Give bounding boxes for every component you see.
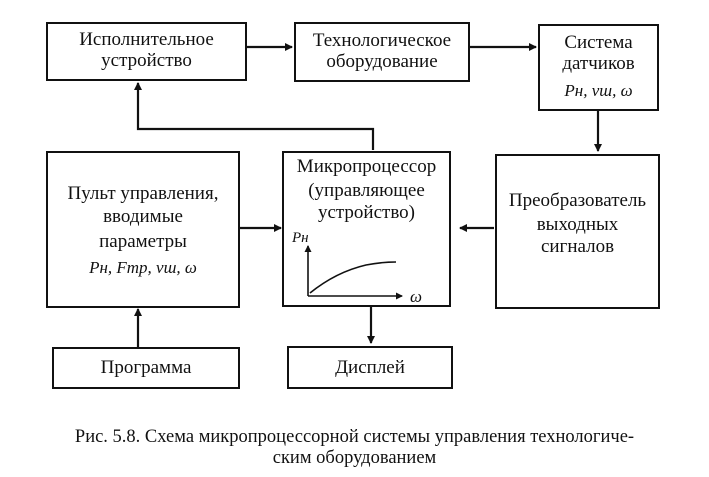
executor-box [46,22,247,81]
program-box [52,347,240,389]
sensors-box [538,24,659,111]
control-panel-label-1: Пульт управления, [67,183,219,204]
arrow-microprocessor-to-executor [134,82,375,150]
microprocessor-label-1: Микропроцессор [296,156,437,177]
microprocessor-box [282,151,451,307]
control-panel-box [46,151,240,308]
figure-caption-line-2: ским оборудованием [272,448,437,468]
converter-label-2: выходных [536,214,619,235]
sensors-label-2: датчиков [562,53,635,74]
equipment-box [294,22,470,82]
control-panel-label-3: параметры [99,231,187,252]
display-box [287,346,453,389]
converter-label-1: Преобразователь [508,190,647,211]
graph-x-label: ω [410,287,423,306]
equipment-label-1: Технологическое [312,30,452,51]
microprocessor-graph [304,245,403,300]
executor-label-2: устройство [101,50,192,71]
figure-caption-line-1: Рис. 5.8. Схема микропроцессорной систем… [74,427,635,447]
graph-curve [309,261,397,294]
control-panel-params: Pн, Fтр, vш, ω [89,258,197,277]
microprocessor-label-3: устройство) [317,202,416,223]
display-label: Дисплей [335,357,405,378]
sensors-params: Pн, vш, ω [564,81,633,100]
executor-label-1: Исполнительное [79,29,214,50]
equipment-label-2: оборудование [326,51,438,72]
program-label: Программа [100,357,192,378]
control-panel-label-2: вводимые [103,206,183,227]
converter-box [495,154,660,309]
sensors-label-1: Система [564,32,633,53]
converter-label-3: сигналов [540,236,615,257]
graph-y-label: Pн [292,230,309,246]
microprocessor-label-2: (управляющее [308,180,425,201]
